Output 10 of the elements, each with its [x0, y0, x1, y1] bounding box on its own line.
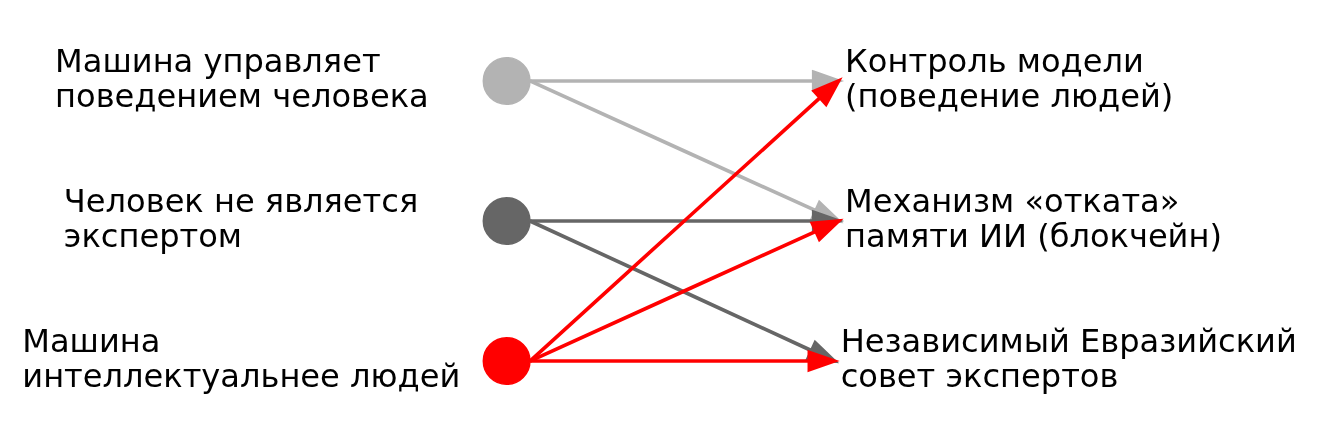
- node-label: Машина управляет поведением человека: [54, 41, 429, 115]
- arrow: [529, 349, 840, 373]
- node-label: Человек не является экспертом: [63, 181, 418, 255]
- node-text: Независимый Евразийский совет экспертов: [840, 321, 1297, 395]
- node-text: Контроль модели (поведение людей): [844, 41, 1173, 115]
- node-label: Машина интеллектуальнее людей: [21, 321, 460, 395]
- node-circle: [482, 56, 531, 106]
- node-circle: [482, 336, 531, 386]
- node-circle: [482, 196, 531, 246]
- node-text: Механизм «отката» памяти ИИ (блокчейн): [844, 181, 1222, 255]
